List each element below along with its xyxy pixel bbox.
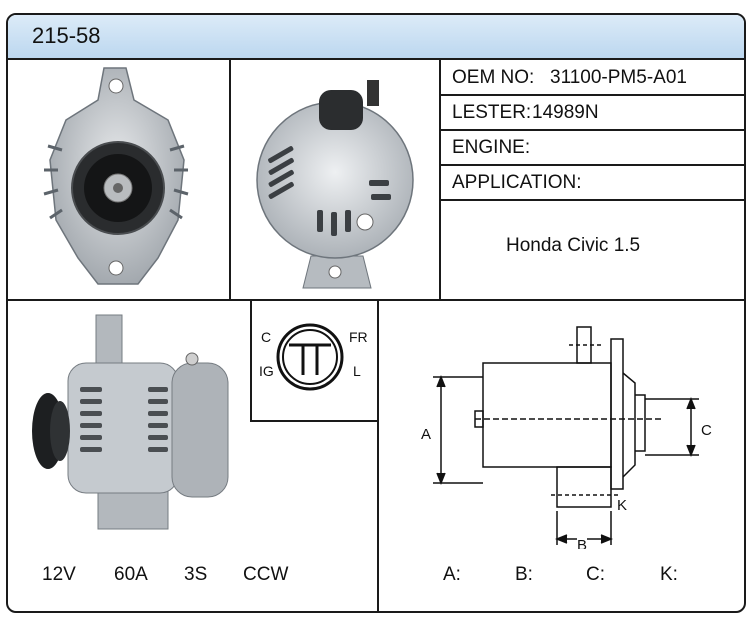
engine-label: ENGINE: — [452, 137, 531, 158]
divider — [439, 129, 744, 131]
connector-diagram: C IG FR L — [252, 301, 377, 420]
divider — [439, 60, 441, 299]
oem-label: OEM NO: — [452, 67, 535, 88]
dimension-drawing — [433, 326, 699, 545]
alternator-side-view — [8, 301, 250, 549]
dim-k-value-label: K: — [660, 564, 678, 585]
dim-b-label: B — [577, 537, 588, 549]
divider — [439, 199, 744, 201]
connector-plug-image — [276, 323, 344, 391]
voltage-rating: 12V — [42, 564, 76, 585]
alternator-rear-view — [231, 60, 439, 299]
dim-c-value-label: C: — [586, 564, 605, 585]
connector-c-label: C — [261, 329, 272, 345]
divider — [8, 299, 744, 301]
divider — [250, 420, 377, 422]
divider — [439, 94, 744, 96]
connector-fr-label: FR — [349, 329, 368, 345]
part-number: 215-58 — [32, 23, 101, 48]
dim-b-value-label: B: — [515, 564, 533, 585]
header-bar: 215-58 — [8, 15, 744, 60]
application-value: Honda Civic 1.5 — [506, 235, 641, 256]
dim-c-label: C — [701, 422, 712, 439]
dim-a-label: A — [421, 426, 432, 443]
dim-k-label: K — [617, 497, 628, 514]
alternator-side-image — [32, 314, 229, 530]
divider — [439, 164, 744, 166]
divider — [250, 301, 252, 422]
groove-rating: 3S — [184, 564, 208, 585]
rotation-rating: CCW — [243, 564, 289, 585]
connector-ig-label: IG — [259, 363, 274, 379]
connector-l-label: L — [353, 363, 361, 379]
amperage-rating: 60A — [114, 564, 148, 585]
application-label: APPLICATION: — [452, 172, 582, 193]
alternator-front-image — [43, 67, 189, 285]
alternator-front-view — [8, 60, 229, 299]
divider — [229, 60, 231, 299]
alternator-rear-image — [256, 80, 414, 289]
dim-a-value-label: A: — [443, 564, 461, 585]
spec-sheet: 215-58 OEM NO: 31100-PM5-A01 LESTER: 149… — [6, 13, 746, 613]
lester-label: LESTER: — [452, 102, 532, 123]
dimension-diagram: A C K B — [379, 301, 744, 549]
lester-value: 14989N — [532, 102, 599, 123]
oem-value: 31100-PM5-A01 — [550, 67, 687, 88]
divider — [377, 301, 379, 611]
